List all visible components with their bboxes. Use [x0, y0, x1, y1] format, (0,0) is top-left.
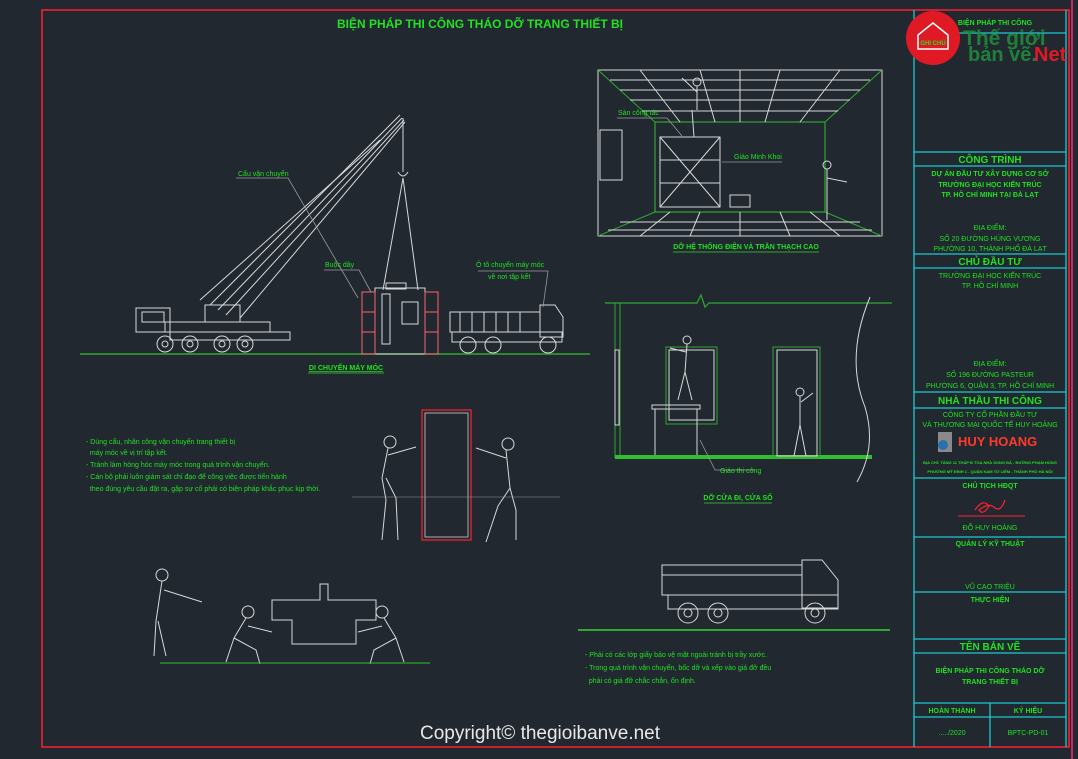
title-block-drawing-name-lines-1: TRANG THIẾT BỊ: [962, 676, 1018, 686]
title-block-contractor-address-0: ĐỊA CHỈ: TẦNG 11 THÁP B TÒA NHÀ SONG ĐÀ …: [923, 460, 1057, 465]
title-block-project-lines-0: DỰ ÁN ĐẦU TƯ XÂY DỰNG CƠ SỞ: [931, 168, 1048, 178]
title-block-tech-name: VŨ CAO TRIỆU: [965, 582, 1015, 591]
title-block-code-value: BPTC-PD-01: [1008, 730, 1049, 737]
crane-drawing: Cẩu vận chuyển Buộc dây Ô tô chuyển máy …: [80, 114, 590, 374]
drawings-crane-label-rope: Buộc dây: [325, 262, 355, 269]
title-block-code-label: KÝ HIỆU: [1014, 706, 1042, 715]
drawings-ceiling-label-platform: Sàn công tác: [618, 110, 659, 117]
drawings-doors-label-scaffold: Giáo thi công: [720, 468, 761, 475]
ceiling-drawing: Sàn công tác Giáo Minh Khoi DỠ HỆ THỐNG …: [597, 69, 883, 253]
title-block-drawing-name-lines-0: BIỆN PHÁP THI CÔNG THÁO DỠ: [936, 666, 1045, 675]
truck-drawing: [578, 559, 890, 631]
title-block-header-sub: GHI CHÚ: [920, 40, 945, 47]
copyright-watermark: Copyright© thegioibanve.net: [420, 723, 661, 744]
notes-right-2: phải có giá đỡ chắc chắn, ổn định.: [585, 676, 696, 685]
title-block-done-by-role: THỰC HIỆN: [971, 595, 1010, 604]
notes-left-2: - Tránh làm hỏng hóc máy móc trong quá t…: [86, 461, 270, 469]
sheet-title: BIỆN PHÁP THI CÔNG THÁO DỠ TRANG THIẾT B…: [337, 16, 623, 31]
signature: [974, 499, 1006, 513]
title-block-owner-heading: CHỦ ĐẦU TƯ: [958, 255, 1022, 268]
caption-doors: DỠ CỬA ĐI, CỬA SỔ: [703, 493, 773, 502]
notes-left: - Dùng cẩu, nhân công vận chuyển trang t…: [86, 437, 320, 493]
title-block-project-location-0: ĐỊA ĐIỂM:: [974, 223, 1007, 232]
notes-left-1: máy móc về vị trí tập kết.: [86, 448, 168, 457]
title-block-owner-location-2: PHƯỜNG 6, QUẬN 3, TP. HỒ CHÍ MINH: [926, 380, 1054, 390]
notes-right: - Phải có các lớp giấy bảo vệ mặt ngoài …: [585, 650, 771, 685]
title-block-header: BIỆN PHÁP THI CÔNG: [958, 18, 1033, 27]
watermark-line2-accent: Net: [1034, 44, 1067, 66]
title-block-contractor-heading: NHÀ THẦU THI CÔNG: [938, 394, 1042, 407]
notes-right-1: - Trong quá trình vận chuyển, bốc dỡ và …: [585, 663, 771, 672]
watermark-line2: bản vẽ.: [968, 44, 1037, 66]
title-block-chairman-name: ĐỖ HUY HOÀNG: [963, 523, 1018, 532]
machine-move-drawing: [153, 568, 430, 665]
title-block-completed-label: HOÀN THÀNH: [928, 706, 975, 715]
sheet-border: [41, 9, 1070, 748]
title-block-tech-role: QUẢN LÝ KỸ THUẬT: [956, 539, 1026, 548]
title-block-owner-lines-1: TP. HỒ CHÍ MINH: [962, 280, 1018, 290]
watermark-line1: Thế giới: [963, 27, 1046, 50]
title-block-drawing-name-heading: TÊN BẢN VẼ: [960, 640, 1021, 653]
title-block-project-heading: CÔNG TRÌNH: [958, 153, 1021, 166]
title-block-project-lines-1: TRƯỜNG ĐẠI HỌC KIẾN TRÚC: [938, 179, 1041, 189]
title-block: BIỆN PHÁP THI CÔNG CÔNG TRÌNH DỰ ÁN ĐẦU …: [914, 18, 1066, 747]
drawings-crane-label-truck-2: về nơi tập kết: [488, 272, 530, 281]
watermark-logo: GHI CHÚ Thế giới bản vẽ. Net: [906, 11, 1067, 66]
title-block-owner-location-1: SỐ 196 ĐƯỜNG PASTEUR: [946, 369, 1034, 379]
door-carry-drawing: [352, 409, 560, 543]
title-block-project-location-1: SỐ 20 ĐƯỜNG HÙNG VƯƠNG: [940, 233, 1041, 243]
title-block-completed-value: ...../2020: [938, 730, 965, 737]
notes-left-3: - Cán bộ phải luôn giám sát chỉ đạo để c…: [86, 472, 287, 481]
title-block-project-lines-2: TP. HỒ CHÍ MINH TẠI ĐÀ LẠT: [941, 189, 1039, 199]
title-block-contractor-logo: HUY HOANG: [958, 434, 1037, 449]
title-block-project-location-2: PHƯỜNG 10, THÀNH PHỐ ĐÀ LẠT: [933, 243, 1047, 253]
caption-ceiling: DỠ HỆ THỐNG ĐIỆN VÀ TRẦN THẠCH CAO: [673, 241, 819, 251]
drawings-crane-label-truck-1: Ô tô chuyển máy móc: [476, 260, 545, 269]
notes-left-4: theo đúng yêu cầu đặt ra, gặp sự cố phải…: [86, 484, 320, 493]
title-block-owner-lines-0: TRƯỜNG ĐẠI HỌC KIẾN TRÚC: [939, 270, 1041, 280]
notes-right-0: - Phải có các lớp giấy bảo vệ mặt ngoài …: [585, 650, 767, 659]
contractor-logo: HUY HOANG: [938, 432, 1037, 452]
caption-crane: DI CHUYỂN MÁY MÓC: [309, 363, 383, 372]
title-block-contractor-lines-0: CÔNG TY CỔ PHẦN ĐẦU TƯ: [943, 409, 1037, 419]
notes-left-0: - Dùng cẩu, nhân công vận chuyển trang t…: [86, 437, 235, 446]
title-block-contractor-lines-1: VÀ THƯƠNG MẠI QUỐC TẾ HUY HOÀNG: [922, 419, 1057, 429]
drawings-ceiling-label-scaffold: Giáo Minh Khoi: [734, 154, 782, 161]
drawings-crane-label-crane: Cẩu vận chuyển: [238, 170, 289, 178]
doors-drawing: Giáo thi công DỠ CỬA ĐI, CỬA SỔ: [605, 293, 892, 504]
title-block-owner-location-0: ĐỊA ĐIỂM:: [974, 359, 1007, 368]
title-block-contractor-address-1: PHƯỜNG MỸ ĐÌNH 1 - QUẬN NAM TỪ LIÊM - TH…: [927, 469, 1052, 474]
title-block-chairman-role: CHỦ TỊCH HĐQT: [962, 481, 1018, 490]
